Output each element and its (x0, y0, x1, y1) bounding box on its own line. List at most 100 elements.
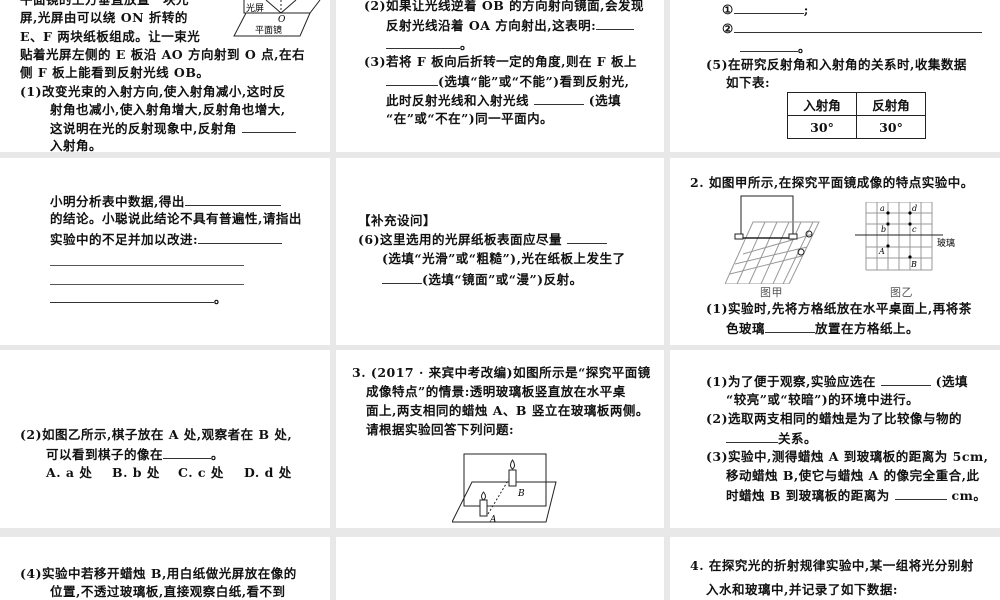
table-header: 反射角 (856, 92, 926, 116)
table-cell: 30° (787, 115, 857, 139)
answer-blank[interactable] (880, 372, 931, 386)
svg-text:c: c (912, 225, 917, 234)
table-header: 入射角 (787, 92, 857, 116)
mirror-label: 平面镜 (255, 24, 282, 36)
text-line: (选填“能”或“不能”)看到反射光, (386, 72, 629, 91)
slide-reflection-q4-q5: ①; ② 。 (5)在研究反射角和入射角的关系时,收集数据 如下表: 入射角反射… (670, 0, 1000, 152)
question-1: (1)实验时,先将方格纸放在水平桌面上,再将茶 (706, 301, 972, 316)
point-o-label: O (278, 15, 286, 25)
text-line: 此时反射光线和入射光线 (选填 (386, 91, 622, 108)
answer-blank[interactable] (733, 19, 982, 33)
text-line: 可以看到棋子的像在。 (46, 445, 225, 462)
table-row: 30°30° (787, 115, 926, 139)
option-a[interactable]: A. a 处 (46, 465, 93, 480)
slide-refraction: 4. 在探究光的折射规律实验中,某一组将光分别射 入水和玻璃中,并记录了如下数据… (670, 537, 1000, 600)
text-line: “较亮”或“较暗”)的环境中进行。 (726, 392, 920, 407)
candle-icon (797, 248, 805, 256)
text-line: 反射光线沿着 OA 方向射出,这表明: (386, 16, 635, 35)
answer-line[interactable] (50, 284, 244, 285)
question-2: (2)如果让光线逆着 OB 的方向射向镜面,会发现 (364, 0, 645, 13)
svg-text:b: b (881, 225, 886, 234)
answer-line[interactable] (50, 265, 244, 266)
text-line: 实验中的不足并加以改进: (50, 230, 283, 249)
text-line: 成像特点”的情景:透明玻璃板竖直放在水平桌 (366, 384, 626, 399)
slide-white-paper: (4)实验中若移开蜡烛 B,用白纸做光屏放在像的 位置,不透过玻璃板,直接观察白… (0, 537, 330, 600)
text-line: 小明分析表中数据,得出 (50, 192, 281, 211)
text-line: 。 (50, 289, 227, 308)
slide-supplementary: 【补充设问】 (6)这里选用的光屏纸板表面应尽量 (选填“光滑”或“粗糙”),光… (336, 158, 664, 345)
text-line: 平面镜的上方垂直放置一块光 (20, 0, 189, 9)
answer-blank[interactable] (733, 0, 804, 14)
question-3: (3)若将 F 板向后折转一定的角度,则在 F 板上 (364, 54, 638, 69)
angle-data-table: 入射角反射角 30°30° (787, 92, 926, 139)
figure-jia (725, 195, 820, 284)
text-line: 关系。 (726, 429, 817, 448)
answer-blank[interactable] (726, 429, 778, 443)
text-line: 面上,两支相同的蜡烛 A、B 竖立在玻璃板两侧。 (366, 403, 649, 418)
answer-blank[interactable] (765, 319, 816, 333)
slide-candle-experiment: 3. (2017 · 来宾中考改编)如图所示是“探究平面镜 成像特点”的情景:透… (336, 350, 664, 528)
answer-blank[interactable] (198, 230, 283, 244)
answer-blank[interactable] (740, 38, 798, 52)
question-5: (5)在研究反射角和入射角的关系时,收集数据 (706, 57, 967, 72)
answer-blank[interactable] (596, 16, 635, 30)
text-line: 贴着光屏左侧的 E 板沿 AO 方向射到 O 点,在右 (20, 47, 305, 62)
text-line: 这说明在光的反射现象中,反射角 (50, 119, 296, 138)
answer-blank[interactable] (566, 230, 607, 244)
text-line: E、F 两块纸板组成。让一束光 (20, 29, 201, 44)
text-line: 入射角。 (50, 138, 103, 152)
text-line: (选填“镜面”或“漫”)反射。 (382, 270, 583, 289)
question-2: (2)如图乙所示,棋子放在 A 处,观察者在 B 处, (20, 427, 293, 442)
question-1: (1)改变光束的入射方向,使入射角减小,这时反 (20, 84, 286, 99)
text-line: 请根据实验回答下列问题: (366, 422, 515, 437)
answer-blank[interactable] (382, 270, 422, 284)
text-line: “在”或“不在”)同一平面内。 (386, 111, 554, 126)
svg-text:a: a (880, 204, 885, 213)
question-2: (2)选取两支相同的蜡烛是为了比较像与物的 (706, 411, 963, 426)
option-d[interactable]: D. d 处 (244, 465, 292, 480)
answer-blank[interactable] (163, 445, 212, 459)
answer-blank[interactable] (386, 72, 438, 86)
text-line: 如下表: (726, 75, 771, 90)
text-line: 射角也减小,使入射角增大,反射角也增大, (50, 102, 286, 117)
text-line: (选填“光滑”或“粗糙”),光在纸板上发生了 (382, 251, 626, 266)
question-6: (6)这里选用的光屏纸板表面应尽量 (358, 230, 607, 249)
text-line: 屏,光屏由可以绕 ON 折转的 (20, 10, 188, 25)
text-line: ①; (722, 0, 809, 17)
screen-label: 光屏 (246, 2, 264, 14)
slide-plane-mirror: 2. 如图甲所示,在探究平面镜成像的特点实验中。 图甲 a b c d A B … (670, 158, 1000, 345)
slide-candle-questions: (1)为了便于观察,实验应选在 (选填 “较亮”或“较暗”)的环境中进行。 (2… (670, 350, 1000, 528)
text-line: 入水和玻璃中,并记录了如下数据: (706, 582, 898, 597)
answer-blank[interactable] (50, 289, 214, 303)
answer-blank[interactable] (533, 91, 584, 105)
text-line: 。 (386, 35, 473, 54)
question-4: (4)实验中若移开蜡烛 B,用白纸做光屏放在像的 (20, 566, 297, 581)
answer-blank[interactable] (184, 192, 281, 206)
candle-figure: A B (452, 453, 557, 524)
question-title: 4. 在探究光的折射规律实验中,某一组将光分别射 (690, 558, 974, 573)
option-b[interactable]: B. b 处 (112, 465, 160, 480)
text-line: 侧 F 板上能看到反射光线 OB。 (20, 65, 210, 80)
figure-yi-grid: a b c d A B 玻璃 (855, 202, 955, 271)
slide-conclusion: 小明分析表中数据,得出 的结论。小聪说此结论不具有普遍性,请指出 实验中的不足并… (0, 158, 330, 345)
text-line: 移动蜡烛 B,使它与蜡烛 A 的像完全重合,此 (726, 468, 980, 483)
question-title: 2. 如图甲所示,在探究平面镜成像的特点实验中。 (690, 175, 974, 190)
answer-blank[interactable] (894, 486, 947, 500)
svg-text:d: d (912, 204, 917, 213)
answer-blank[interactable] (241, 119, 296, 133)
svg-text:B: B (517, 489, 525, 499)
slide-image-position: (2)如图乙所示,棋子放在 A 处,观察者在 B 处, 可以看到棋子的像在。 A… (0, 350, 330, 528)
section-heading: 【补充设问】 (358, 213, 437, 228)
answer-blank[interactable] (386, 35, 460, 49)
svg-text:A: A (489, 515, 497, 524)
text-line: 。 (740, 38, 811, 57)
text-line: 位置,不透过玻璃板,直接观察白纸,看不到 (50, 584, 286, 599)
slide-reflection-q2-q3: (2)如果让光线逆着 OB 的方向射向镜面,会发现 反射光线沿着 OA 方向射出… (336, 0, 664, 152)
figure-caption: 图乙 (890, 286, 913, 299)
candle-icon (805, 230, 813, 238)
slide-partial (336, 537, 664, 600)
option-c[interactable]: C. c 处 (178, 465, 224, 480)
question-3: (3)实验中,测得蜡烛 A 到玻璃板的距离为 5cm, (706, 449, 989, 464)
question-title: 3. (2017 · 来宾中考改编)如图所示是“探究平面镜 (352, 365, 651, 380)
text-line: ② (722, 19, 982, 38)
